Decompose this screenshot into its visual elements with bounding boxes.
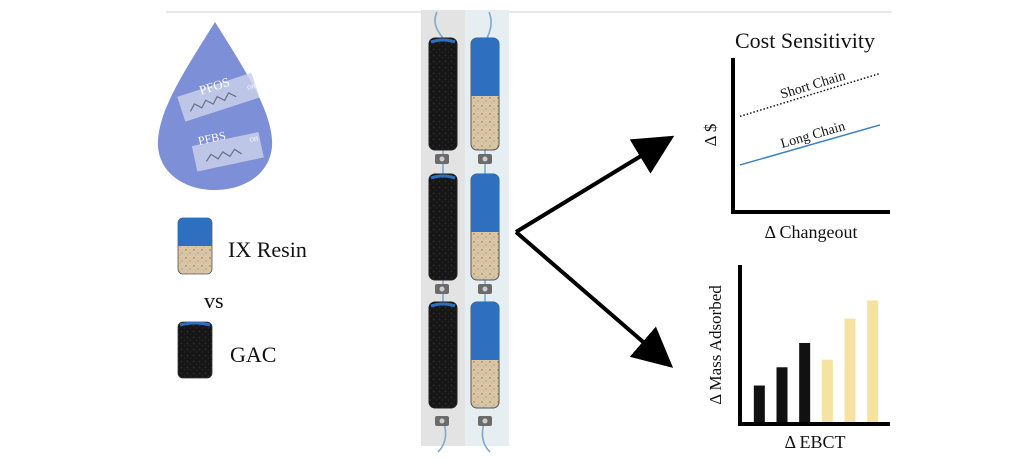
- bar-4: [821, 359, 833, 422]
- chart1-title: Cost Sensitivity: [735, 28, 875, 53]
- series-line-long-chain: [739, 124, 881, 166]
- bar-3: [799, 342, 811, 422]
- bar-6: [867, 300, 879, 422]
- ix-column-3: [470, 301, 500, 409]
- series-label-short-chain: Short Chain: [779, 69, 848, 103]
- bar-1: [753, 385, 765, 422]
- pfbs-label: PFBS: [197, 128, 227, 148]
- chart1-xlabel: Δ Changeout: [764, 222, 857, 242]
- bar-2: [776, 367, 788, 422]
- valve-row-2: [435, 284, 492, 294]
- chart2-xlabel: Δ EBCT: [784, 432, 845, 452]
- valve-row-1: [435, 154, 492, 164]
- gac-label: GAC: [230, 342, 276, 367]
- series-label-long-chain: Long Chain: [779, 119, 847, 152]
- chart2-plot: [753, 300, 879, 422]
- gac-column-1: [428, 37, 458, 151]
- water-drop: PFOS OH PFBS OH: [157, 22, 273, 190]
- chart1-ylabel: Δ $: [701, 124, 720, 147]
- ix-resin-icon: [177, 217, 213, 275]
- ix-column-1: [470, 37, 500, 151]
- chart2-axes: [738, 265, 890, 426]
- arrow-up: [514, 135, 675, 234]
- arrow-down: [514, 230, 674, 368]
- bar-5: [844, 318, 856, 422]
- cost-sensitivity-chart: Cost Sensitivity Δ $ Δ Changeout Short C…: [701, 28, 890, 242]
- vs-label: vs: [204, 288, 224, 313]
- pfbs-group: OH: [249, 136, 259, 144]
- branch-arrows: [514, 135, 675, 368]
- molecule-card-pfbs: [191, 131, 264, 172]
- gac-icon: [177, 321, 213, 379]
- mass-adsorbed-chart: Δ Mass Adsorbed Δ EBCT: [706, 265, 890, 452]
- ix-resin-label: IX Resin: [228, 237, 307, 262]
- gac-column-2: [428, 173, 458, 281]
- molecule-card-pfos: [177, 72, 260, 122]
- gac-column-3: [428, 301, 458, 409]
- column-panel: [421, 10, 509, 453]
- chart1-axes: [731, 58, 890, 214]
- valve-row-3: [435, 416, 492, 426]
- legend: IX Resin vs GAC: [177, 217, 307, 379]
- chart2-ylabel: Δ Mass Adsorbed: [706, 285, 725, 405]
- ix-column-2: [470, 173, 500, 281]
- pfos-group: OH: [247, 83, 258, 92]
